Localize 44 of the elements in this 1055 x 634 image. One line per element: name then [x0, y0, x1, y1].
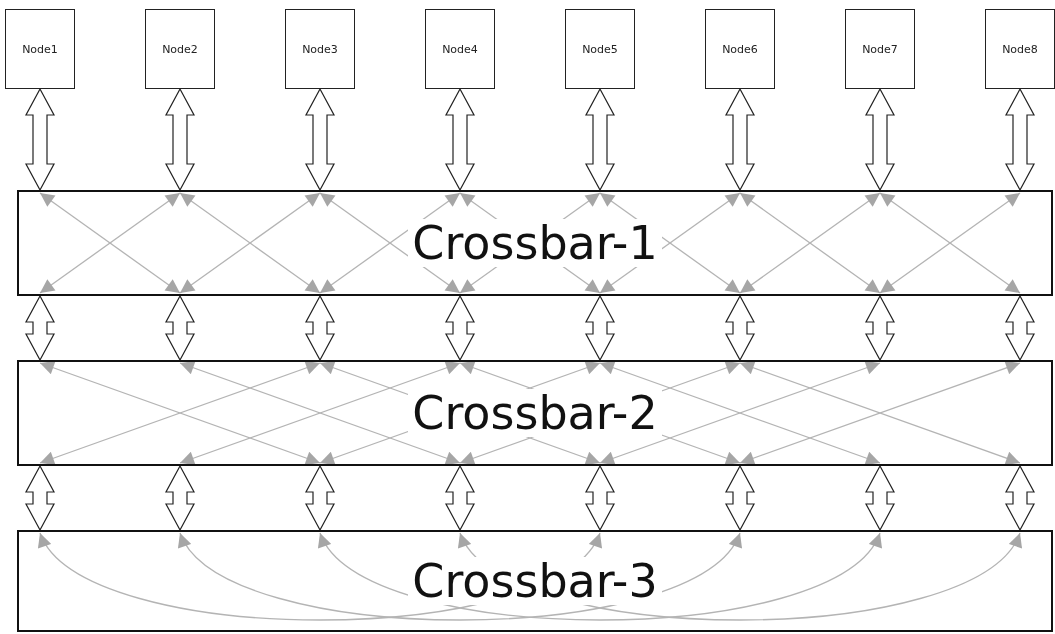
- double-arrow: [305, 87, 335, 192]
- double-arrow: [865, 87, 895, 192]
- node-label: Node6: [722, 42, 758, 56]
- double-arrow: [165, 87, 195, 192]
- double-arrow: [445, 464, 475, 532]
- double-arrow: [25, 294, 55, 362]
- double-arrow: [25, 87, 55, 192]
- double-arrow: [25, 464, 55, 532]
- crossbar-label: Crossbar-1: [408, 218, 662, 268]
- node-box: [5, 9, 75, 89]
- node-label: Node7: [862, 42, 898, 56]
- node-label: Node2: [162, 42, 198, 56]
- crossbar-label: Crossbar-3: [408, 556, 662, 606]
- double-arrow: [585, 87, 615, 192]
- node-label: Node4: [442, 42, 478, 56]
- node-label: Node3: [302, 42, 338, 56]
- double-arrow: [585, 294, 615, 362]
- node-box: [425, 9, 495, 89]
- double-arrow: [1005, 464, 1035, 532]
- double-arrow: [1005, 294, 1035, 362]
- double-arrow: [165, 294, 195, 362]
- double-arrow: [865, 464, 895, 532]
- double-arrow: [305, 294, 335, 362]
- node-box: [145, 9, 215, 89]
- node-label: Node5: [582, 42, 618, 56]
- node-box: [845, 9, 915, 89]
- double-arrow: [305, 464, 335, 532]
- double-arrow: [725, 464, 755, 532]
- node-box: [985, 9, 1055, 89]
- node-box: [705, 9, 775, 89]
- node-label: Node8: [1002, 42, 1038, 56]
- crossbar-box: [17, 530, 1053, 632]
- double-arrow: [585, 464, 615, 532]
- double-arrow: [725, 294, 755, 362]
- double-arrow: [865, 294, 895, 362]
- node-label: Node1: [22, 42, 58, 56]
- double-arrow: [1005, 87, 1035, 192]
- double-arrow: [445, 294, 475, 362]
- node-box: [285, 9, 355, 89]
- double-arrow: [725, 87, 755, 192]
- node-box: [565, 9, 635, 89]
- crossbar-label: Crossbar-2: [408, 388, 662, 438]
- double-arrow: [445, 87, 475, 192]
- double-arrow: [165, 464, 195, 532]
